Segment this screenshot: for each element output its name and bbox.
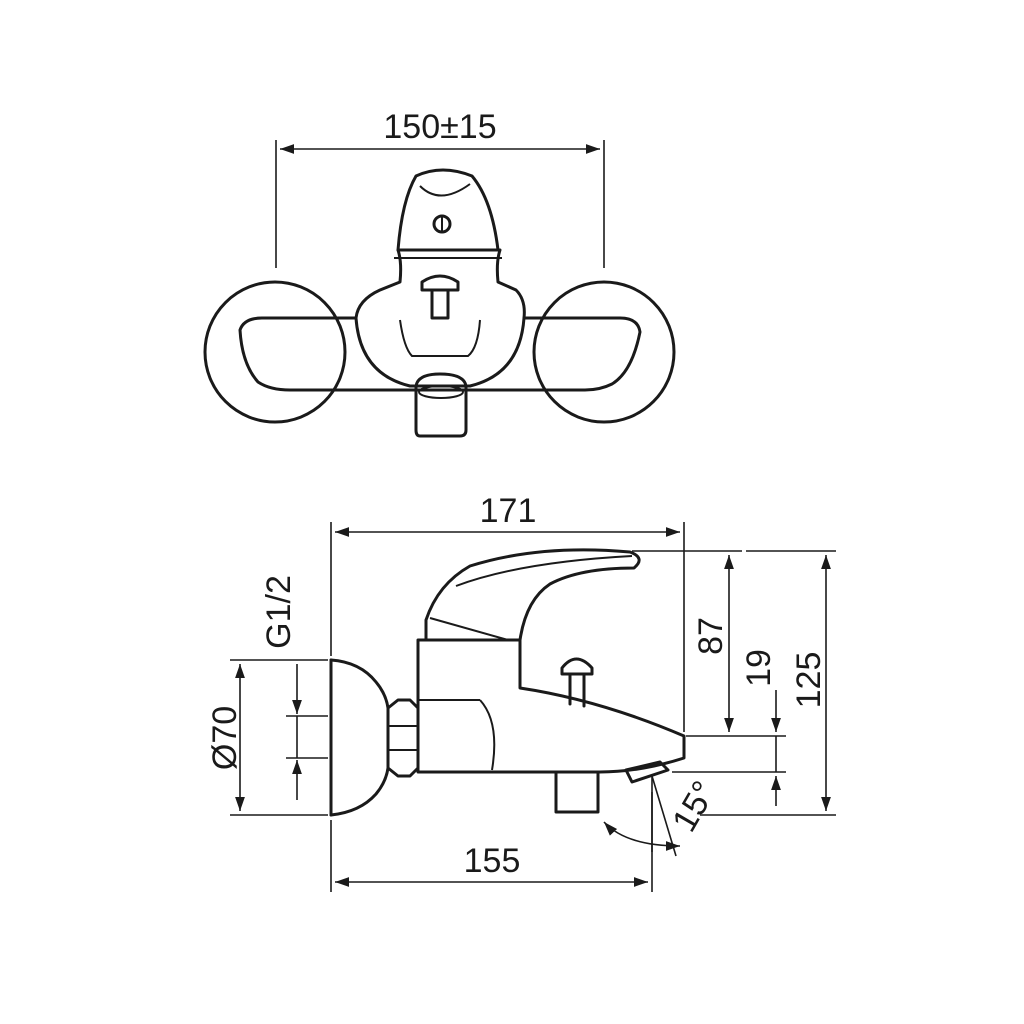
spout-cavity [399,319,481,357]
lever-handle-side [424,548,641,642]
diverter-knob-side [560,657,594,676]
diameter-label: Ø70 [206,706,244,770]
height-19-label: 19 [740,649,778,687]
length-155-label: 155 [464,842,521,880]
shower-connector [554,770,600,814]
thread-label: G1/2 [260,575,298,649]
angle-label: 15° [665,775,724,839]
top-view: 150±15 [203,108,676,438]
mixer-body-bar [238,316,642,392]
body-curve [479,699,496,771]
lever-handle [396,168,500,252]
length-171-label: 171 [480,492,537,530]
wall-rosette-profile [329,658,390,817]
side-view: 171 155 Ø70 G1/2 87 19 125 [206,492,836,892]
height-87-label: 87 [692,617,730,655]
height-125-label: 125 [790,652,828,709]
spout-outlet-side [624,760,670,784]
angle-arc [603,821,681,851]
spout-outlet [414,372,468,438]
mixer-main-body [416,638,686,774]
lever-handle-groove [419,183,471,197]
mixer-center-body [354,248,526,320]
width-dimension-label: 150±15 [383,108,496,146]
hex-connector-nut [386,698,420,778]
diverter-knob [420,274,460,292]
right-wall-rosette [532,280,676,424]
left-wall-rosette [203,280,347,424]
diverter-stem [430,288,450,320]
